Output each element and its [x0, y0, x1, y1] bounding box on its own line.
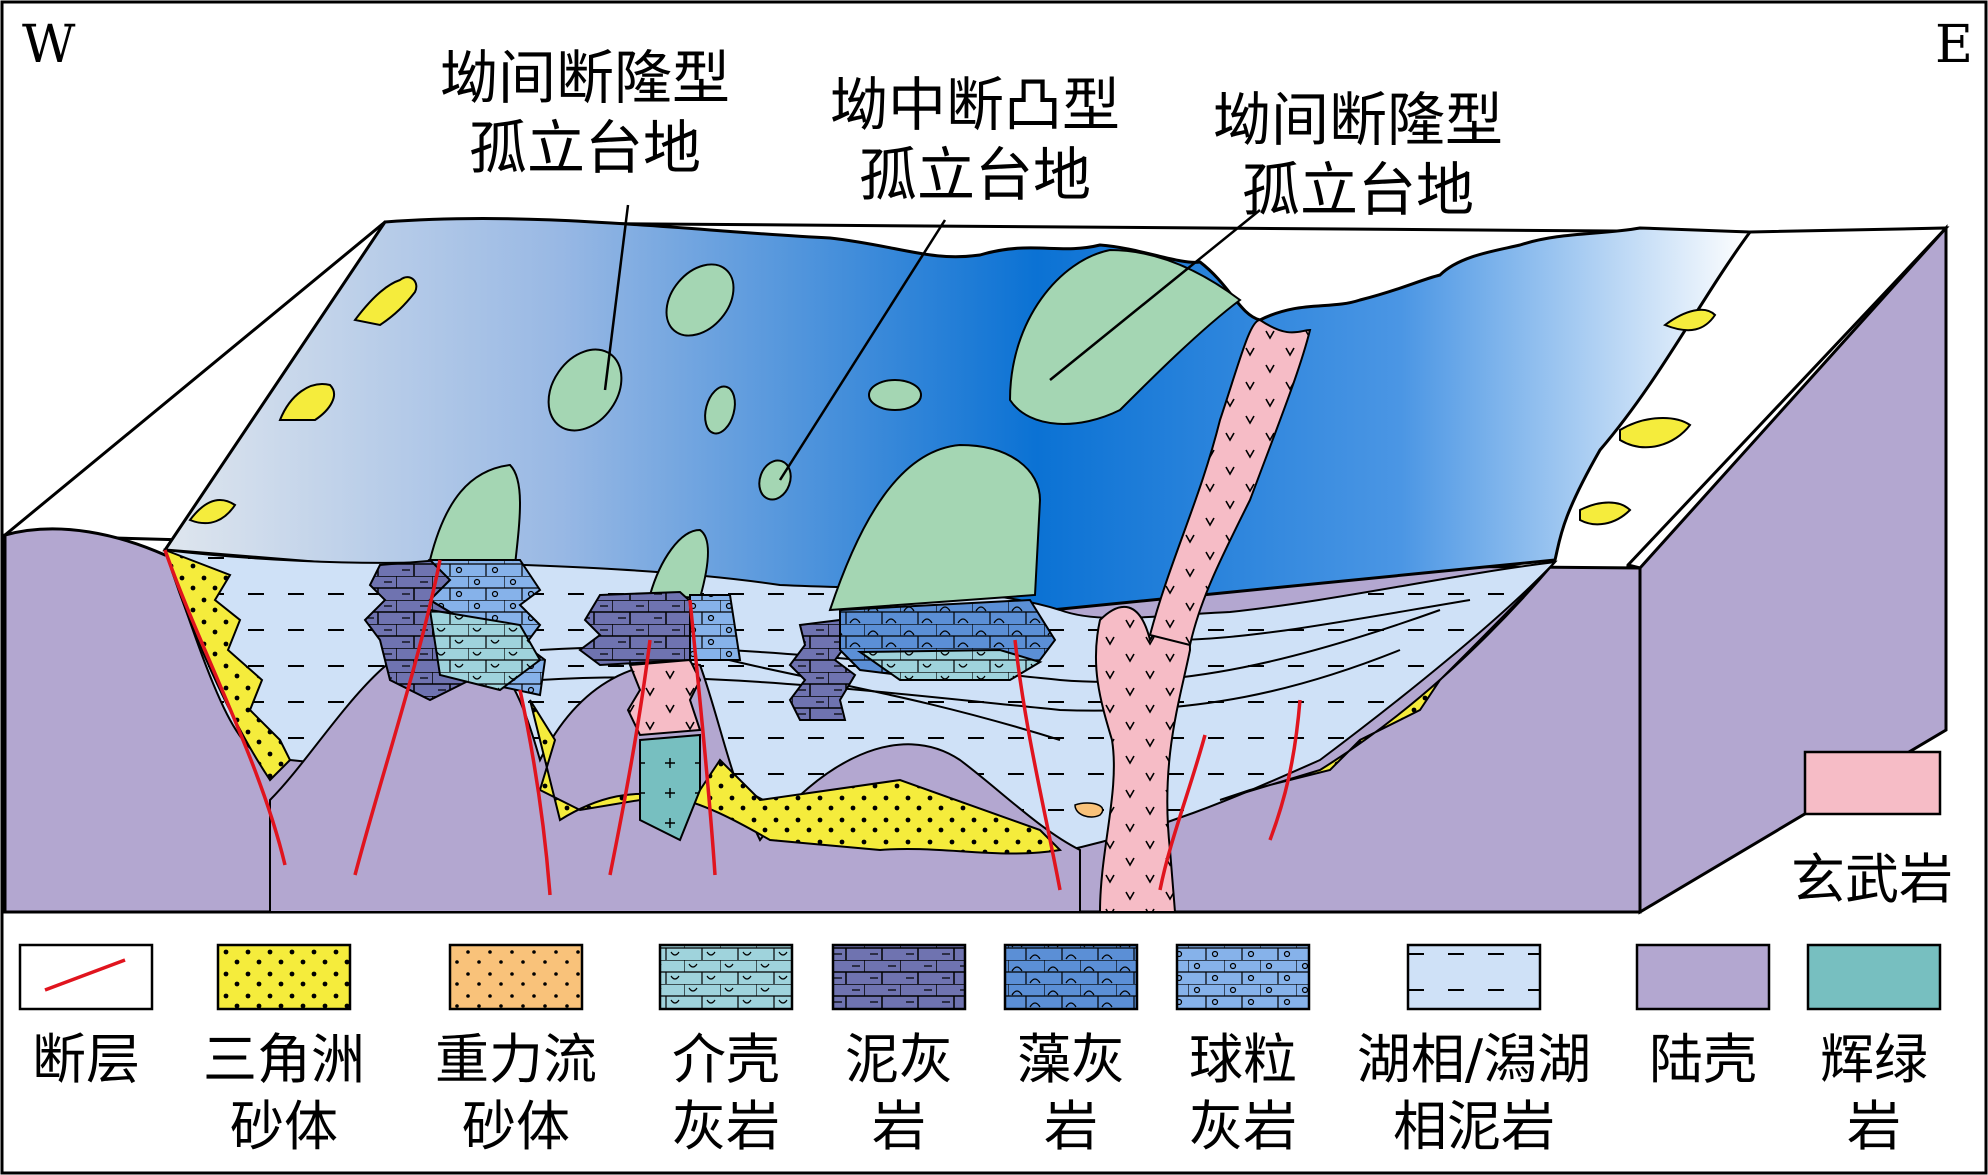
legend-mudstone-line2: 相泥岩 — [1393, 1095, 1555, 1158]
legend-turbidite-line2: 砂体 — [462, 1095, 570, 1158]
delta-sand-basin — [529, 699, 1063, 855]
legend-delta-line1: 三角洲 — [203, 1028, 365, 1091]
gravity-flow-sand — [1074, 802, 1104, 818]
legend-diabase-line1: 辉绿 — [1820, 1028, 1928, 1091]
callout-2-line1: 坳中断凸型 — [830, 71, 1120, 139]
legend-marl-line2: 岩 — [872, 1095, 926, 1158]
basalt-legend-swatch — [1803, 750, 1942, 816]
legend-turbidite-line1: 重力流 — [435, 1028, 597, 1091]
west-label: W — [22, 15, 76, 75]
diabase-intrusion — [639, 733, 701, 842]
isolated-platforms — [428, 248, 1242, 612]
legend-mudstone-line1: 湖相/潟湖 — [1357, 1028, 1591, 1091]
delta-lobes — [188, 276, 1717, 526]
legend-labels: 断层 三角洲 砂体 重力流 砂体 介壳 灰岩 泥灰 岩 藻灰 岩 球粒 灰岩 湖… — [32, 1028, 1928, 1158]
fault-lines — [163, 549, 1302, 896]
legend-pellet-line2: 灰岩 — [1189, 1095, 1297, 1158]
legend-crust-line1: 陆壳 — [1649, 1028, 1757, 1091]
callout-1-line1: 坳间断隆型 — [440, 44, 730, 112]
basalt-feeder — [1148, 318, 1312, 647]
carbonate-platforms — [363, 558, 1057, 721]
callout-3-line1: 坳间断隆型 — [1213, 86, 1503, 154]
callout-1-line2: 孤立台地 — [469, 114, 701, 182]
legend-algal-line1: 藻灰 — [1017, 1028, 1125, 1091]
basalt-label: 玄武岩 — [1791, 848, 1953, 911]
callout-labels: 坳间断隆型 孤立台地 坳中断凸型 孤立台地 坳间断隆型 孤立台地 — [440, 44, 1503, 224]
legend-delta-line2: 砂体 — [230, 1095, 338, 1158]
basalt-dyke — [1094, 605, 1192, 913]
legend-shell-line2: 灰岩 — [672, 1095, 780, 1158]
east-label: E — [1935, 15, 1973, 75]
legend-algal-line2: 岩 — [1044, 1095, 1098, 1158]
legend-marl-line1: 泥灰 — [845, 1028, 953, 1091]
delta-sand-west — [163, 548, 292, 782]
legend-fault-line1: 断层 — [32, 1028, 140, 1091]
legend-pellet-line1: 球粒 — [1189, 1028, 1297, 1091]
legend-swatches — [18, 943, 1942, 1011]
callout-3-line2: 孤立台地 — [1242, 156, 1474, 224]
callout-2-line2: 孤立台地 — [859, 141, 1091, 209]
legend-diabase-line2: 岩 — [1847, 1095, 1901, 1158]
delta-sand-east — [1219, 561, 1556, 801]
continental-crust-side — [1638, 224, 1948, 915]
callout-leaders — [603, 204, 1261, 481]
legend-shell-line1: 介壳 — [672, 1028, 780, 1091]
